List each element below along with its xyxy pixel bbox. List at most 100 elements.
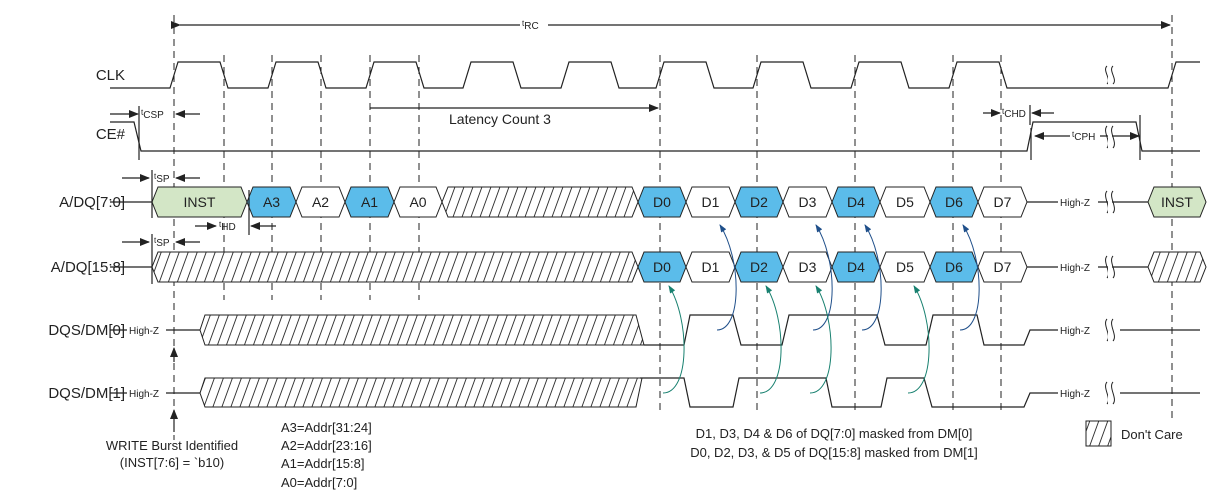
bus-segment-d2: D2: [734, 186, 784, 218]
high-z-label: High-Z: [1060, 198, 1090, 209]
signal-label-adq-7-0: A/DQ[7:0]: [59, 194, 125, 211]
tsp-measurement-2: tSP: [122, 234, 200, 284]
segment-label: D7: [994, 194, 1012, 210]
segment-label: D3: [799, 259, 817, 275]
bus-segment-a1: A1: [344, 186, 395, 218]
bus-segment-dont-care: [151, 251, 639, 283]
dqs-dm1-waveform: High-Z High-Z: [110, 377, 1200, 408]
mask-arrow-d3: [812, 224, 833, 331]
svg-text:tSP: tSP: [154, 236, 170, 249]
break-mark-icon: [1105, 190, 1115, 214]
mask-arrow-d1: [716, 224, 737, 331]
bus-segment-a0: A0: [393, 186, 443, 218]
segment-label: D4: [847, 194, 865, 210]
mask-note-dm0: D1, D3, D4 & D6 of DQ[7:0] masked from D…: [696, 426, 973, 441]
high-z-label: High-Z: [1060, 389, 1090, 400]
mask-arrow-d6: [959, 224, 980, 331]
break-mark-icon: [1105, 125, 1115, 149]
segment-label: D1: [702, 194, 720, 210]
bus-segment-dont-care: [441, 186, 639, 218]
mask-arrow-d0: [662, 285, 685, 394]
signal-label-ce: CE#: [96, 126, 126, 143]
tchd-measurement: tCHD: [983, 105, 1054, 125]
dqs-dm0-waveform: High-Z High-Z: [110, 314, 1200, 346]
svg-text:tCHD: tCHD: [1002, 107, 1026, 120]
addr-a1: A1=Addr[15:8]: [281, 456, 364, 471]
write-burst-note: WRITE Burst Identified (INST[7:6] = `b10…: [106, 347, 238, 470]
segment-label: D2: [750, 194, 768, 210]
bus-segment-d6: D6: [929, 251, 979, 283]
segment-label: D5: [896, 194, 914, 210]
addr-a3: A3=Addr[31:24]: [281, 420, 372, 435]
break-mark-icon: [1105, 318, 1115, 342]
mask-arrow-d4: [861, 224, 882, 331]
segment-label: D0: [653, 194, 671, 210]
high-z-label: High-Z: [1060, 326, 1090, 337]
dont-care-legend: Don't Care: [1085, 420, 1183, 447]
bus-segment-d4: D4: [831, 186, 881, 218]
thd-measurement: tHD: [195, 190, 276, 235]
ce-waveform: [110, 121, 1200, 152]
signal-label-dqs-dm0: DQS/DM[0]: [48, 322, 125, 339]
latency-label: Latency Count 3: [449, 111, 551, 127]
bus-segment-d5: D5: [879, 186, 931, 218]
svg-text:tCPH: tCPH: [1072, 130, 1095, 143]
tcsp-measurement: tCSP: [110, 106, 200, 160]
signal-label-adq-15-8: A/DQ[15:8]: [51, 259, 125, 276]
segment-label: D1: [702, 259, 720, 275]
bus-segment-d0: D0: [637, 251, 687, 283]
tcph-label: CPH: [1074, 132, 1095, 143]
segment-label: D3: [799, 194, 817, 210]
write-burst-condition: (INST[7:6] = `b10): [120, 455, 224, 470]
bus-segment-d1: D1: [685, 186, 736, 218]
mask-arrow-d5: [907, 285, 930, 394]
segment-label: D7: [994, 259, 1012, 275]
segment-label: D4: [847, 259, 865, 275]
bus-segment-d3: D3: [782, 251, 833, 283]
segment-label: D6: [945, 194, 963, 210]
tchd-label: CHD: [1004, 109, 1026, 120]
bus-segment-d1: D1: [685, 251, 736, 283]
segment-label: D2: [750, 259, 768, 275]
write-burst-text: WRITE Burst Identified: [106, 438, 238, 453]
bus-segment-a3: A3: [246, 186, 297, 218]
bus-segment-d4: D4: [831, 251, 881, 283]
segment-label: D0: [653, 259, 671, 275]
bus-segment-d5: D5: [879, 251, 931, 283]
bus-segment-d6: D6: [929, 186, 979, 218]
mask-note-dm1: D0, D2, D3, & D5 of DQ[15:8] masked from…: [690, 445, 978, 460]
segment-label: A2: [312, 194, 329, 210]
bus-segment-d3: D3: [782, 186, 833, 218]
addr-a0: A0=Addr[7:0]: [281, 475, 357, 490]
trc-measurement: tRC: [171, 19, 1171, 32]
bus-segment-d7: D7: [977, 251, 1028, 283]
mask-arrow-d3: [809, 285, 832, 394]
segment-label: A0: [409, 194, 426, 210]
mask-arrow-d2: [759, 285, 782, 394]
segment-label: INST: [1161, 194, 1193, 210]
bus-segment-d2: D2: [734, 251, 784, 283]
address-legend: A3=Addr[31:24] A2=Addr[23:16] A1=Addr[15…: [281, 420, 372, 490]
tcsp-label: CSP: [143, 110, 164, 121]
signal-label-clk: CLK: [96, 67, 125, 84]
tsp-measurement-1: tSP: [122, 170, 200, 218]
svg-text:tHD: tHD: [219, 220, 236, 233]
dont-care-label: Don't Care: [1121, 427, 1183, 442]
clk-waveform: [110, 61, 1200, 89]
addr-a2: A2=Addr[23:16]: [281, 438, 372, 453]
segment-label: D6: [945, 259, 963, 275]
bus-segment-dont-care: [1147, 251, 1207, 283]
bus-segment-d7: D7: [977, 186, 1028, 218]
svg-text:tSP: tSP: [154, 172, 170, 185]
signal-label-dqs-dm1: DQS/DM[1]: [48, 385, 125, 402]
svg-text:tCSP: tCSP: [141, 108, 164, 121]
trc-prefix: t: [522, 19, 525, 28]
break-mark-icon: [1105, 65, 1115, 85]
bus-segment-d0: D0: [637, 186, 687, 218]
bus-segment-a2: A2: [295, 186, 346, 218]
latency-measurement: Latency Count 3: [370, 104, 659, 127]
tcph-measurement: tCPH: [1030, 115, 1141, 160]
